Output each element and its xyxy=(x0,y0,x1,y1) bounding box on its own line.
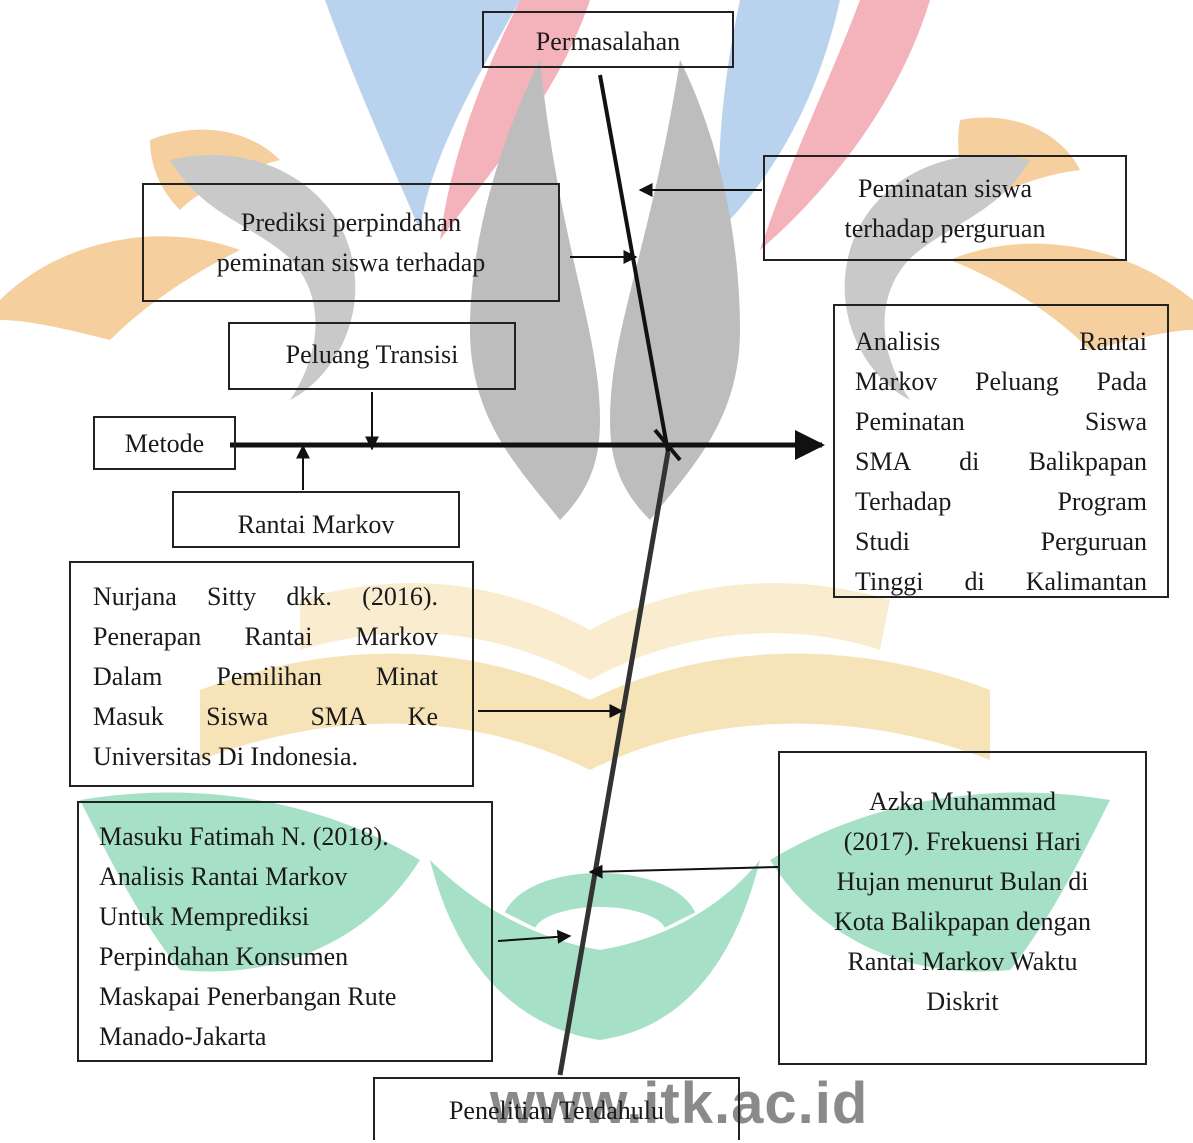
watermark-green-left xyxy=(80,792,420,972)
research-masuku-line-6: Manado-Jakarta xyxy=(99,1022,267,1051)
research-nurjana-line-3: Dalam Pemilihan Minat xyxy=(93,662,438,691)
cause-peluang-label: Peluang Transisi xyxy=(285,340,459,369)
watermark-gray-figure xyxy=(470,60,600,520)
research-masuku-box: Masuku Fatimah N. (2018). Analisis Ranta… xyxy=(77,801,493,1062)
watermark-orange-left-wing xyxy=(0,236,240,340)
research-nurjana-box: Nurjana Sitty dkk. (2016). Penerapan Ran… xyxy=(69,561,474,787)
research-masuku-line-1: Masuku Fatimah N. (2018). xyxy=(99,822,389,851)
research-azka-line-3: Hujan menurut Bulan di xyxy=(836,867,1089,896)
watermark-blue-shape-right xyxy=(718,0,840,230)
research-azka-box: Azka Muhammad (2017). Frekuensi Hari Huj… xyxy=(778,751,1147,1065)
effect-title-line-3: Peminatan Siswa xyxy=(855,407,1147,436)
cause-peminatan-box: Peminatan siswa terhadap perguruan xyxy=(763,155,1127,261)
research-azka-line-5: Rantai Markov Waktu xyxy=(847,947,1078,976)
effect-title-line-1: Analisis Rantai xyxy=(855,327,1147,356)
method-label: Metode xyxy=(93,416,236,470)
research-masuku-line-3: Untuk Memprediksi xyxy=(99,902,310,931)
research-azka-line-4: Kota Balikpapan dengan xyxy=(833,907,1092,936)
cause-prediksi-line-2: peminatan siswa terhadap xyxy=(216,248,486,277)
research-masuku-line-5: Maskapai Penerbangan Rute xyxy=(99,982,397,1011)
research-azka-line-6: Diskrit xyxy=(926,987,999,1016)
watermark-green-center xyxy=(430,860,760,1040)
research-azka-line-2: (2017). Frekuensi Hari xyxy=(843,827,1082,856)
watermark-gray-left xyxy=(170,154,356,400)
research-masuku-line-2: Analisis Rantai Markov xyxy=(99,862,348,891)
watermark-gray-right xyxy=(844,154,1030,400)
cause-peminatan-line-2: terhadap perguruan xyxy=(844,214,1046,243)
effect-title-line-4: SMA di Balikpapan xyxy=(855,447,1147,476)
research-spine xyxy=(557,451,671,1076)
junction-mark xyxy=(653,428,682,462)
research-nurjana-line-1: Nurjana Sitty dkk. (2016). xyxy=(93,582,438,611)
arrow-masuku xyxy=(497,929,572,944)
research-nurjana-line-5: Universitas Di Indonesia. xyxy=(93,742,359,771)
problem-spine xyxy=(598,74,670,453)
research-nurjana-line-2: Penerapan Rantai Markov xyxy=(93,622,438,651)
cause-rantai-label: Rantai Markov xyxy=(237,510,395,539)
effect-title-line-2: Markov Peluang Pada xyxy=(855,367,1147,396)
cause-peluang-box: Peluang Transisi xyxy=(228,322,516,390)
problem-label: Permasalahan xyxy=(482,11,734,68)
watermark-green-ring xyxy=(504,873,696,930)
arrow-azka xyxy=(588,864,779,879)
cause-rantai-box: Rantai Markov xyxy=(172,491,460,548)
effect-title-line-5: Terhadap Program xyxy=(855,487,1147,516)
watermark-blue-shape xyxy=(325,0,520,230)
research-azka-line-1: Azka Muhammad xyxy=(868,787,1056,816)
watermark-orange-right-wing xyxy=(950,243,1193,350)
cause-peminatan-line-1: Peminatan siswa xyxy=(857,174,1033,203)
effect-title-line-7: Tinggi di Kalimantan xyxy=(855,567,1147,596)
watermark-gray-figure-right xyxy=(610,60,740,520)
previous-research-label: Penelitian Terdahulu xyxy=(373,1077,740,1140)
cause-prediksi-line-1: Prediksi perpindahan xyxy=(240,208,462,237)
watermark-green-right xyxy=(770,792,1110,972)
effect-title-line-6: Studi Perguruan xyxy=(855,527,1147,556)
website-watermark: www.itk.ac.id xyxy=(490,1071,869,1136)
watermark-yellow-book-top xyxy=(300,583,890,680)
research-nurjana-line-4: Masuk Siswa SMA Ke xyxy=(93,702,438,731)
cause-prediksi-box: Prediksi perpindahan peminatan siswa ter… xyxy=(142,183,560,302)
watermark-pink-shape-right xyxy=(760,0,930,250)
effect-title-box: Analisis Rantai Markov Peluang Pada Pemi… xyxy=(833,304,1169,598)
research-masuku-line-4: Perpindahan Konsumen xyxy=(99,942,349,971)
